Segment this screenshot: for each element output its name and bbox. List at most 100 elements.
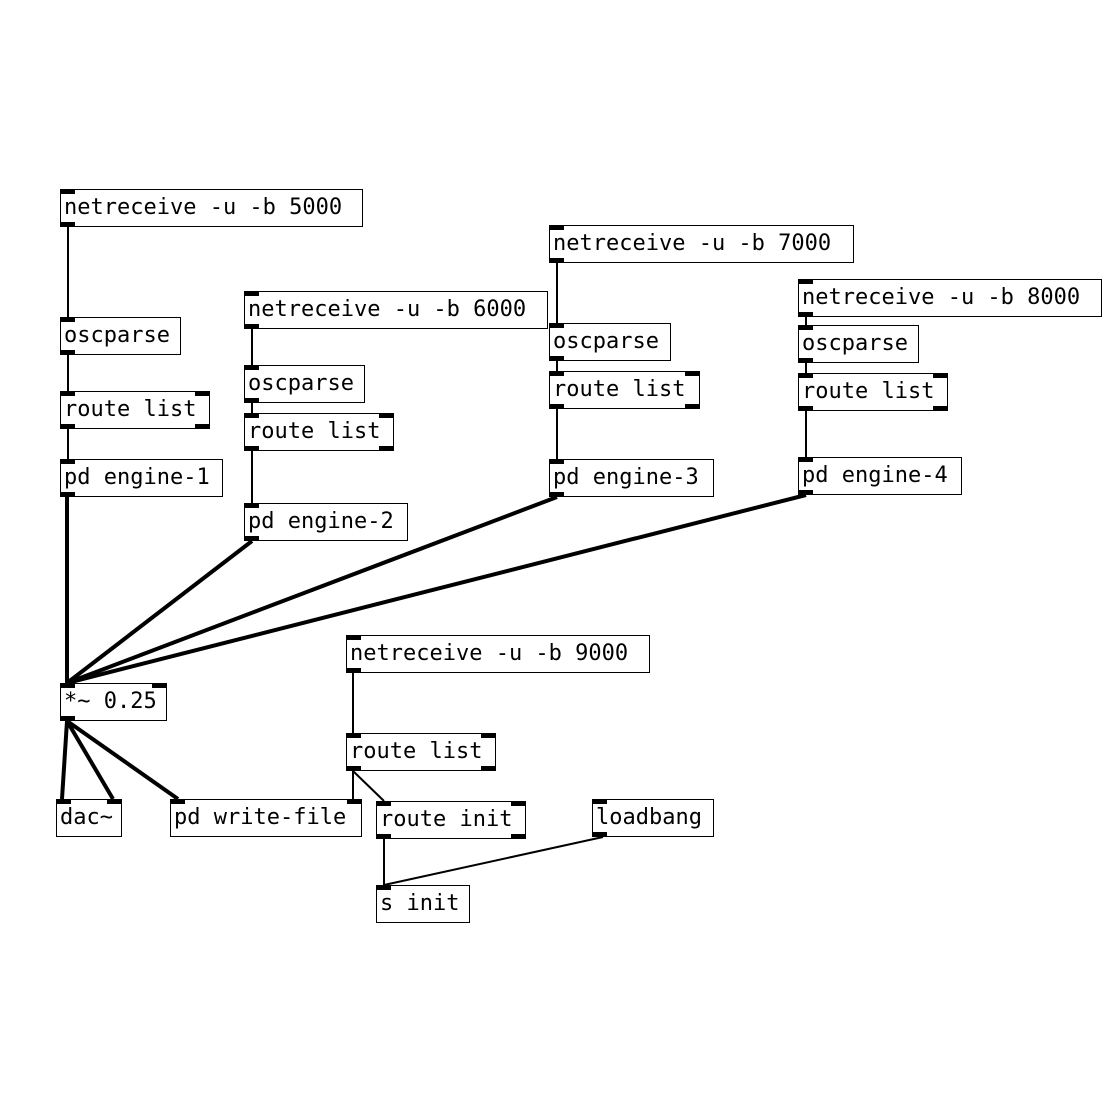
object-label: oscparse [553,329,659,354]
outlet[interactable] [60,492,75,497]
object-label: loadbang [596,805,702,830]
outlet[interactable] [549,492,564,497]
outlet-right[interactable] [933,406,948,411]
netreceive-9000-object[interactable]: netreceive -u -b 9000 [346,635,650,673]
netreceive-8000-object[interactable]: netreceive -u -b 8000 [798,279,1102,317]
inlet-right[interactable] [379,413,394,418]
oscparse-1-object[interactable]: oscparse [60,317,181,355]
inlet-left[interactable] [56,799,71,804]
route-list-1-object[interactable]: route list [60,391,210,429]
inlet[interactable] [798,325,813,330]
inlet[interactable] [244,291,259,296]
inlet-right[interactable] [195,391,210,396]
outlet[interactable] [376,834,391,839]
inlet-right[interactable] [933,373,948,378]
inlet[interactable] [549,323,564,328]
outlet[interactable] [244,446,259,451]
pd-write-file-object[interactable]: pd write-file [170,799,362,837]
outlet[interactable] [346,668,361,673]
inlet[interactable] [170,799,185,804]
netreceive-6000-object[interactable]: netreceive -u -b 6000 [244,291,548,329]
outlet[interactable] [549,404,564,409]
inlet[interactable] [244,413,259,418]
cord-loadbang-sinit [383,836,604,886]
object-label: pd engine-3 [553,465,699,490]
route-list-3-object[interactable]: route list [549,371,700,409]
inlet[interactable] [60,189,75,194]
inlet-right[interactable] [107,799,122,804]
outlet[interactable] [549,258,564,263]
outlet[interactable] [244,536,259,541]
outlet-right[interactable] [511,834,526,839]
object-label: pd engine-4 [802,463,948,488]
object-label: route list [248,419,381,444]
object-label: route list [802,379,935,404]
inlet[interactable] [60,317,75,322]
inlet[interactable] [244,503,259,508]
inlet-right[interactable] [347,799,362,804]
object-label: route list [64,397,197,422]
object-label: pd engine-1 [64,465,210,490]
send-init-object[interactable]: s init [376,885,470,923]
outlet[interactable] [244,398,259,403]
inlet[interactable] [60,459,75,464]
outlet[interactable] [60,716,75,721]
outlet[interactable] [592,832,607,837]
loadbang-object[interactable]: loadbang [592,799,714,837]
multiply-signal-object[interactable]: *~ 0.25 [60,683,167,721]
route-init-object[interactable]: route init [376,801,526,839]
inlet[interactable] [376,885,391,890]
outlet-right[interactable] [379,446,394,451]
object-label: oscparse [64,323,170,348]
pd-engine-4-object[interactable]: pd engine-4 [798,457,962,495]
object-label: netreceive -u -b 8000 [802,285,1081,310]
pd-engine-2-object[interactable]: pd engine-2 [244,503,408,541]
inlet[interactable] [549,459,564,464]
outlet[interactable] [60,424,75,429]
oscparse-4-object[interactable]: oscparse [798,325,919,363]
inlet[interactable] [798,373,813,378]
pd-engine-1-object[interactable]: pd engine-1 [60,459,223,497]
inlet[interactable] [549,225,564,230]
outlet[interactable] [549,356,564,361]
inlet[interactable] [549,371,564,376]
inlet[interactable] [60,683,75,688]
route-list-4-object[interactable]: route list [798,373,948,411]
oscparse-3-object[interactable]: oscparse [549,323,671,361]
inlet-right[interactable] [481,733,496,738]
outlet-right[interactable] [195,424,210,429]
dac-object[interactable]: dac~ [56,799,122,837]
inlet[interactable] [798,457,813,462]
inlet[interactable] [798,279,813,284]
inlet-right[interactable] [511,801,526,806]
netreceive-5000-object[interactable]: netreceive -u -b 5000 [60,189,363,227]
inlet[interactable] [60,391,75,396]
outlet[interactable] [346,766,361,771]
outlet[interactable] [798,358,813,363]
inlet[interactable] [376,801,391,806]
outlet[interactable] [60,350,75,355]
outlet[interactable] [60,222,75,227]
outlet-right[interactable] [481,766,496,771]
inlet-right[interactable] [685,371,700,376]
outlet[interactable] [244,324,259,329]
netreceive-7000-object[interactable]: netreceive -u -b 7000 [549,225,854,263]
signal-eng2-mul [65,539,254,685]
inlet[interactable] [346,635,361,640]
inlet[interactable] [346,733,361,738]
inlet-right[interactable] [152,683,167,688]
route-list-2-object[interactable]: route list [244,413,394,451]
object-label: route list [350,739,483,764]
outlet[interactable] [798,312,813,317]
pd-engine-3-object[interactable]: pd engine-3 [549,459,714,497]
oscparse-2-object[interactable]: oscparse [244,365,365,403]
outlet-right[interactable] [685,404,700,409]
outlet[interactable] [798,406,813,411]
outlet[interactable] [798,490,813,495]
inlet[interactable] [592,799,607,804]
route-list-5-object[interactable]: route list [346,733,496,771]
object-label: netreceive -u -b 6000 [248,297,527,322]
inlet[interactable] [244,365,259,370]
